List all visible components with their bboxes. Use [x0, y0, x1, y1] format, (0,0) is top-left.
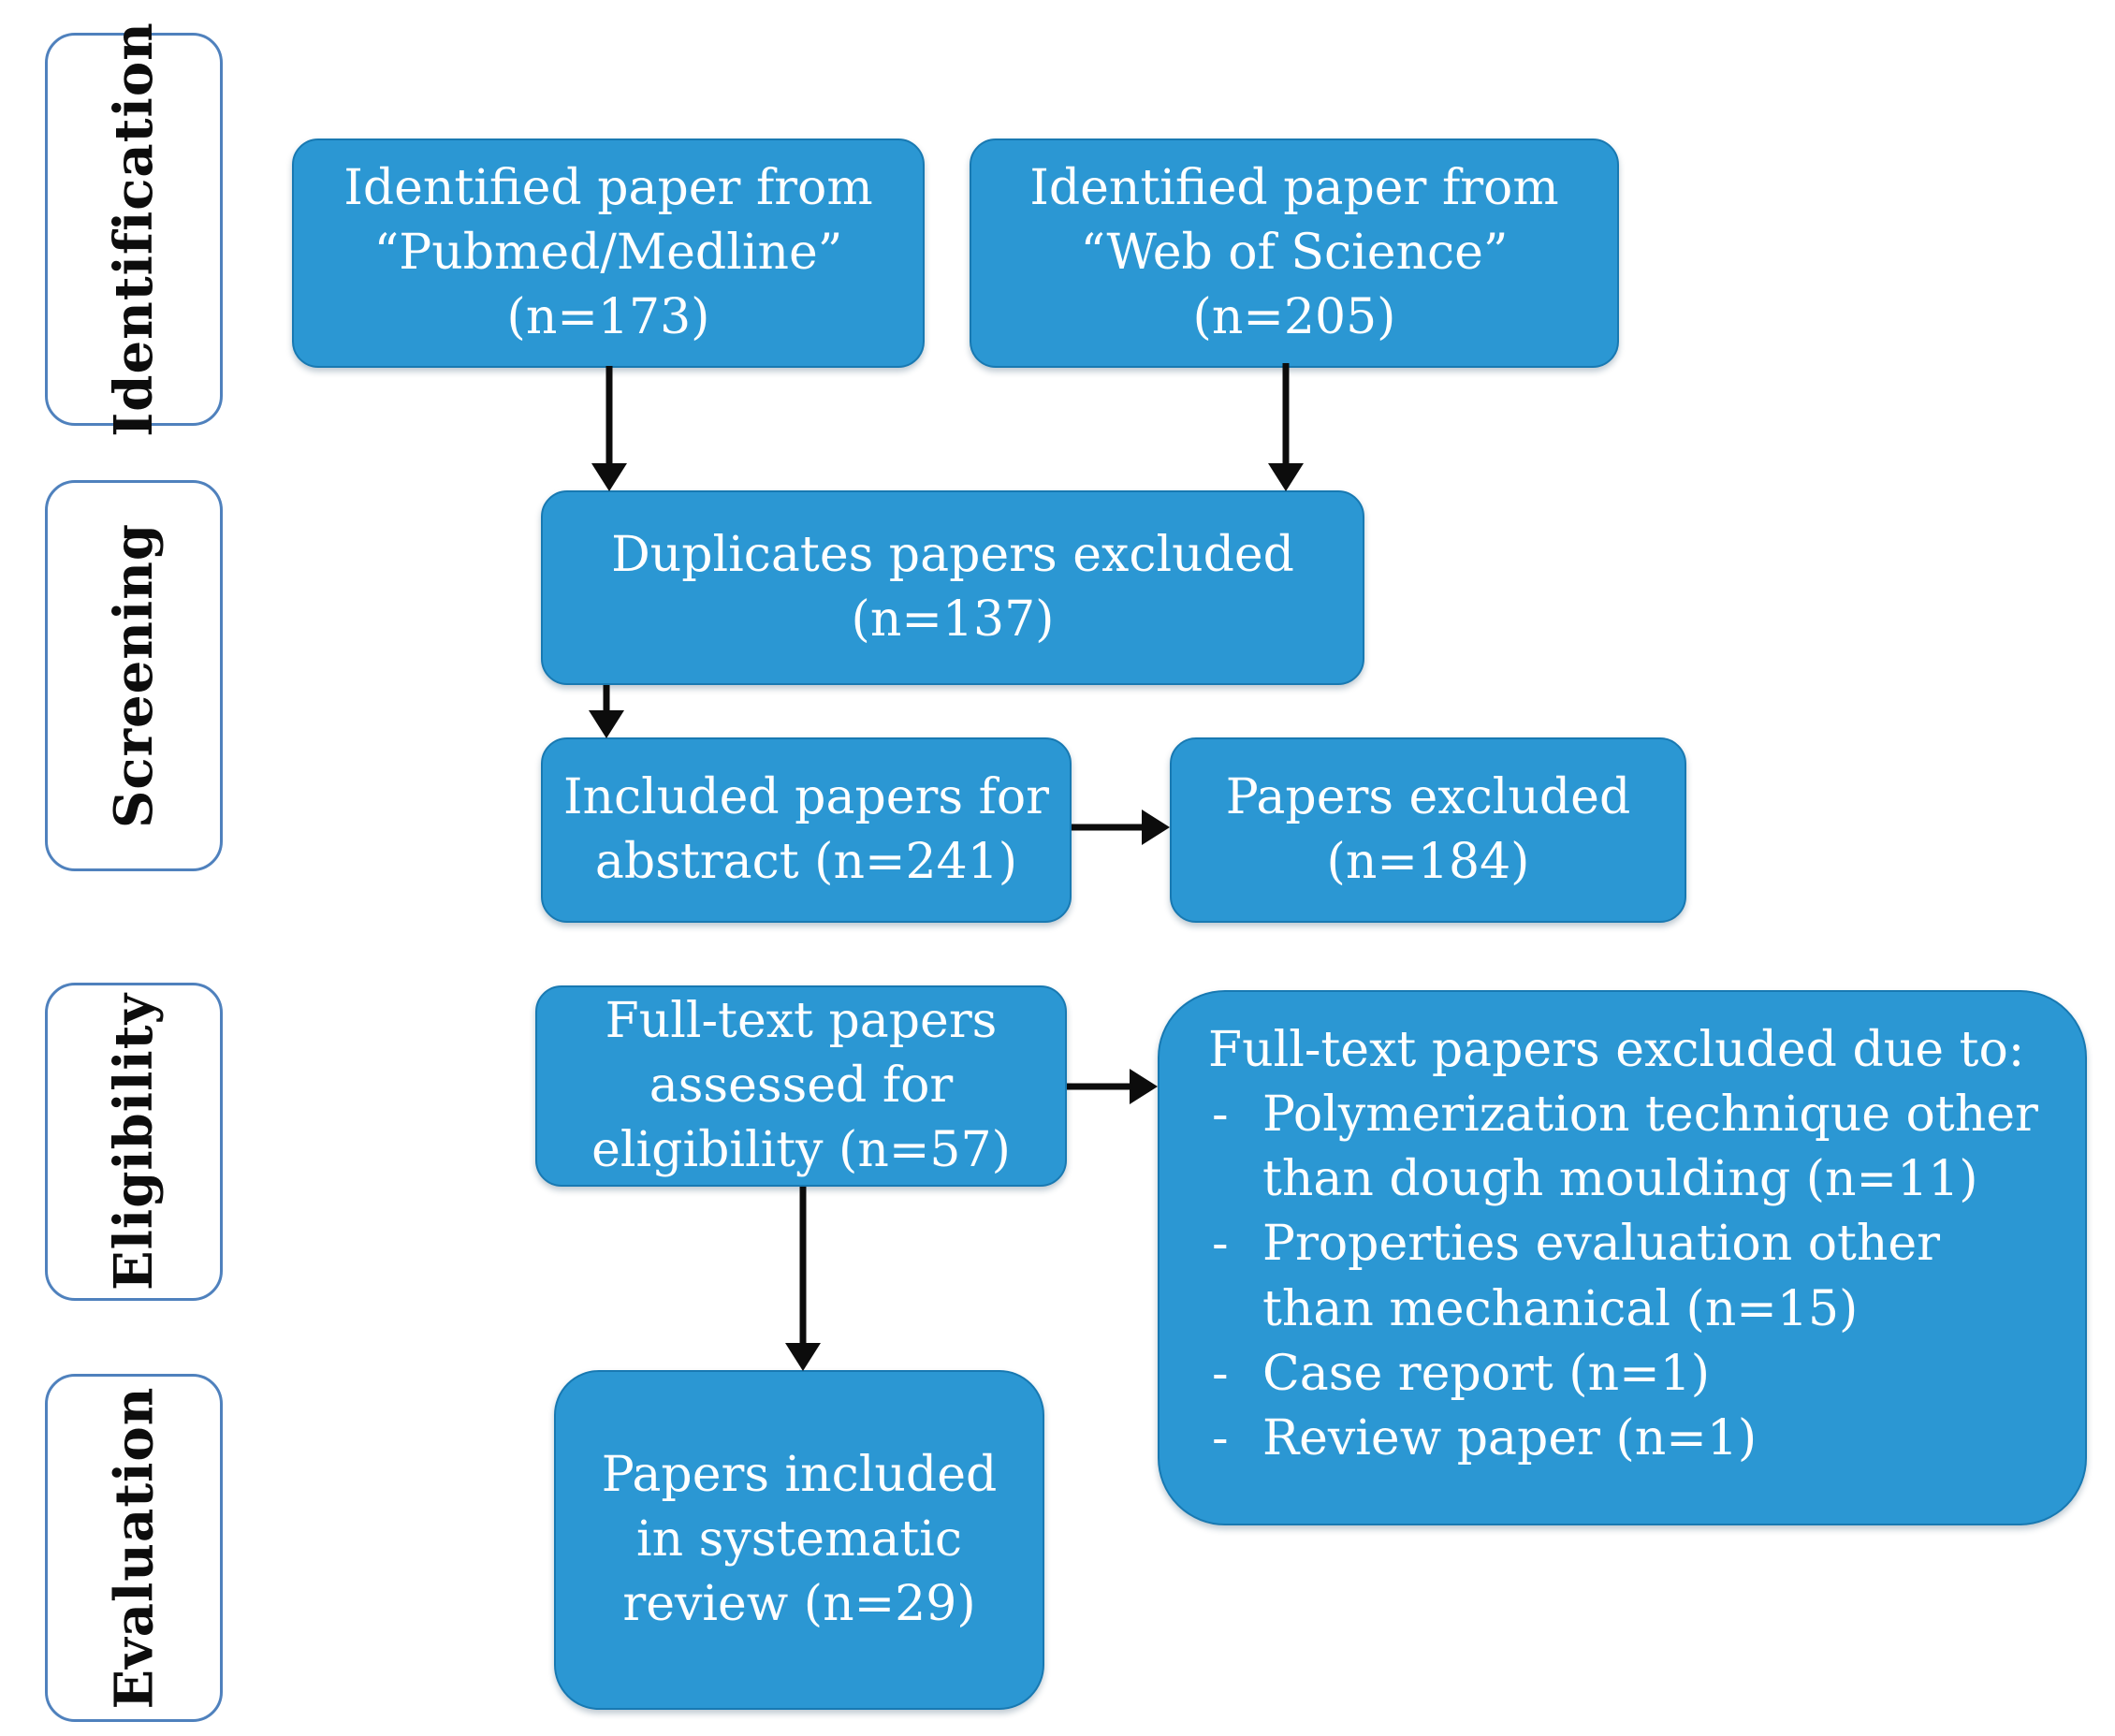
flow-node-fulltext-assessed: Full-text papers assessed for eligibilit… — [535, 985, 1067, 1187]
arrow-shaft — [1067, 1083, 1131, 1090]
list-item: - Polymerization technique other than do… — [1188, 1083, 2061, 1212]
flow-node-identified-web-of-science: Identified paper from “Web of Science” (… — [970, 139, 1619, 368]
arrowhead-down-icon — [1268, 463, 1304, 491]
node-text: Identified paper from “Pubmed/Medline” (… — [343, 159, 873, 346]
arrowhead-right-icon — [1142, 810, 1170, 845]
stage-label-evaluation: Evaluation — [103, 1386, 165, 1710]
bullet-dash: - — [1212, 1216, 1229, 1273]
node-text: Duplicates papers excluded (n=137) — [611, 526, 1294, 648]
arrowhead-down-icon — [785, 1343, 821, 1371]
node-text: Papers included in systematic review (n=… — [601, 1446, 998, 1633]
list-item: - Case report (n=1) — [1188, 1342, 2061, 1407]
list-item-text: Properties evaluation other than mechani… — [1262, 1216, 1941, 1337]
stage-box-screening: Screening — [45, 480, 223, 871]
arrow-fulltext-to-exclusion-reasons — [1067, 1068, 1158, 1105]
arrow-abstract-to-excluded — [1072, 809, 1170, 846]
node-text: Full-text papers assessed for eligibilit… — [591, 992, 1011, 1179]
stage-label-screening: Screening — [103, 522, 166, 829]
list-item-text: Case report (n=1) — [1262, 1345, 1711, 1402]
node-text: Identified paper from “Web of Science” (… — [1029, 159, 1559, 346]
stage-box-identification: Identification — [45, 22, 223, 437]
node-text: Included papers for abstract (n=241) — [563, 768, 1049, 890]
arrowhead-down-icon — [589, 710, 624, 738]
arrowhead-right-icon — [1130, 1069, 1158, 1104]
exclusion-header: Full-text papers excluded due to: — [1208, 1022, 2025, 1078]
arrow-fulltext-to-included — [784, 1187, 822, 1371]
flow-node-fulltext-excluded-reasons: Full-text papers excluded due to: - Poly… — [1158, 990, 2087, 1525]
bullet-dash: - — [1212, 1345, 1229, 1402]
stage-label-identification: Identification — [103, 22, 166, 437]
stage-box-eligibility: Eligibility — [45, 983, 223, 1301]
arrow-shaft — [1282, 363, 1290, 465]
arrow-pubmed-to-duplicates — [591, 366, 628, 491]
flow-node-duplicates-excluded: Duplicates papers excluded (n=137) — [541, 490, 1364, 685]
flow-node-identified-pubmed: Identified paper from “Pubmed/Medline” (… — [292, 139, 925, 368]
stage-label-eligibility: Eligibility — [103, 992, 166, 1291]
flow-node-included-for-abstract: Included papers for abstract (n=241) — [541, 737, 1072, 923]
arrow-shaft — [605, 366, 613, 465]
list-item-text: Review paper (n=1) — [1262, 1409, 1758, 1466]
list-item: - Properties evaluation other than mecha… — [1188, 1212, 2061, 1341]
bullet-dash: - — [1212, 1087, 1229, 1144]
list-item-text: Polymerization technique other than doug… — [1262, 1087, 2038, 1208]
arrow-shaft — [603, 685, 610, 712]
list-item: - Review paper (n=1) — [1188, 1407, 2061, 1471]
stage-box-evaluation: Evaluation — [45, 1374, 223, 1722]
arrow-duplicates-to-abstract — [588, 685, 625, 738]
bullet-dash: - — [1212, 1409, 1229, 1466]
arrow-shaft — [799, 1187, 807, 1345]
arrow-shaft — [1072, 824, 1144, 831]
arrowhead-down-icon — [591, 463, 627, 491]
arrow-wos-to-duplicates — [1267, 363, 1305, 491]
node-text: Papers excluded (n=184) — [1225, 768, 1631, 890]
flow-node-included-in-review: Papers included in systematic review (n=… — [554, 1370, 1044, 1710]
flow-node-papers-excluded: Papers excluded (n=184) — [1170, 737, 1686, 923]
